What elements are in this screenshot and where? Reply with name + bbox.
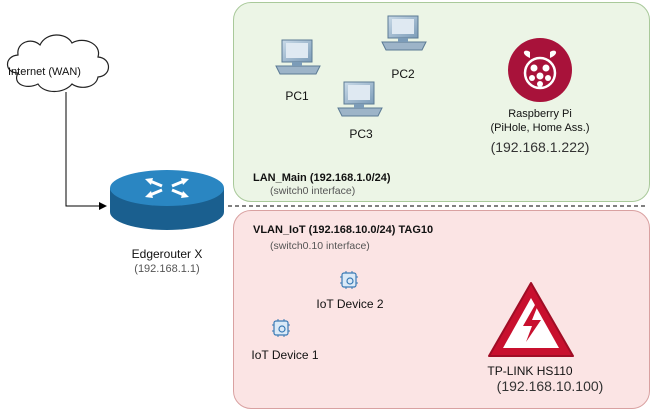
raspberry-pi-icon xyxy=(508,38,572,102)
pc3-label: PC3 xyxy=(349,127,373,141)
lan-zone-title: LAN_Main (192.168.1.0/24) xyxy=(253,172,391,184)
router-icon xyxy=(110,170,224,230)
lan-main-zone xyxy=(233,2,650,202)
pc2-icon xyxy=(381,15,427,51)
high-voltage-warning-icon xyxy=(488,282,574,357)
router-name: Edgerouter X xyxy=(131,247,203,261)
tp-link-name: TP-LINK HS110 xyxy=(487,364,573,378)
cloud-icon xyxy=(6,34,110,93)
pc1-label: PC1 xyxy=(285,89,309,103)
iot-device-2-label: IoT Device 2 xyxy=(316,297,384,311)
lan-zone-subtitle: (switch0 interface) xyxy=(270,185,356,197)
iot-zone-subtitle: (switch0.10 interface) xyxy=(270,240,370,252)
raspberry-pi-services: (PiHole, Home Ass.) xyxy=(490,122,590,134)
iot-device-1-label: IoT Device 1 xyxy=(251,348,319,362)
vlan-iot-zone xyxy=(233,210,650,409)
wan-link xyxy=(65,92,107,210)
tp-link-ip: (192.168.10.100) xyxy=(496,378,604,394)
iot-device-2-icon xyxy=(340,271,358,289)
internet-label: Internet (WAN) xyxy=(8,66,81,78)
raspberry-pi-name: Raspberry Pi xyxy=(508,108,572,120)
pc2-label: PC2 xyxy=(391,67,415,81)
iot-zone-title: VLAN_IoT (192.168.10.0/24) TAG10 xyxy=(253,224,434,236)
pc1-icon xyxy=(275,39,321,75)
raspberry-pi-ip: (192.168.1.222) xyxy=(490,139,590,155)
router-ip: (192.168.1.1) xyxy=(134,263,200,275)
pc3-icon xyxy=(337,81,383,117)
iot-device-1-icon xyxy=(272,319,290,337)
